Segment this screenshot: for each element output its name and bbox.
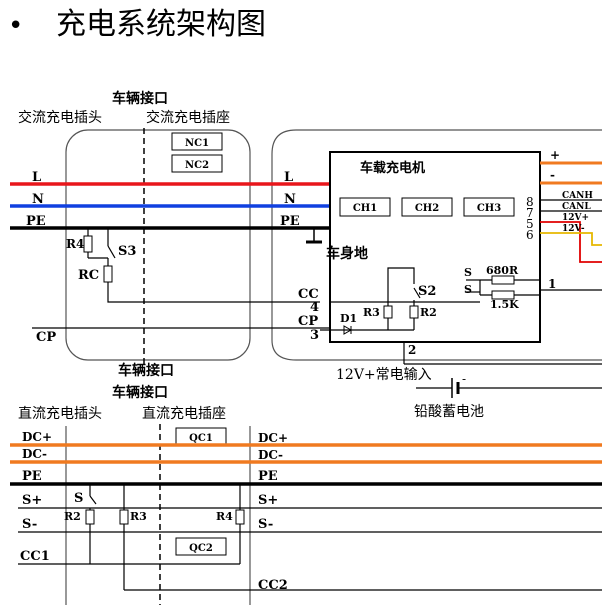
v12n-wire — [540, 232, 602, 246]
ac-left-N: N — [32, 192, 44, 207]
ac-socket-label: 交流充电插座 — [146, 109, 230, 126]
dc-left-dcp: DC+ — [22, 430, 52, 444]
ac-left-CP: CP — [36, 330, 56, 345]
nc2-label: NC2 — [185, 160, 209, 171]
nc1-box — [171, 132, 223, 151]
battery-minus-label: - — [462, 372, 466, 386]
r680-resistor — [491, 275, 515, 285]
r1k5-label: 1.5K — [490, 298, 519, 311]
dc-left-pe: PE — [22, 469, 42, 484]
pin-2-label: 2 — [408, 343, 416, 357]
pin-cp: 3 — [310, 328, 319, 343]
v12-input-label: 12V+常电输入 — [336, 367, 432, 383]
r1k5-resistor — [491, 290, 515, 300]
r3-label: R3 — [363, 306, 380, 319]
s2-label: S2 — [418, 284, 436, 299]
v12p-label: 12V+ — [562, 213, 589, 223]
ch2-label: CH2 — [415, 203, 439, 214]
ch3-label: CH3 — [477, 203, 501, 214]
canh-label: CANH — [562, 191, 593, 201]
nc2-box — [171, 154, 223, 173]
ac-plug-label: 交流充电插头 — [18, 109, 102, 126]
qc2-box — [175, 537, 227, 556]
s2-switch — [413, 287, 421, 299]
nc1-label: NC1 — [185, 138, 209, 149]
dc-plug-label: 直流充电插头 — [18, 405, 102, 422]
ch1-label: CH1 — [353, 203, 377, 214]
pin-cc: 4 — [310, 300, 319, 315]
dc-socket-label: 直流充电插座 — [142, 405, 226, 422]
r2-label: R2 — [420, 306, 437, 319]
s-label-b: S — [464, 283, 472, 296]
s-switch — [89, 495, 97, 505]
dc-left-dcm: DC- — [22, 447, 47, 461]
dc-r2-resistor — [85, 509, 95, 525]
heading-bullet: • — [8, 11, 23, 41]
r680-label: 680R — [486, 264, 519, 277]
d1-diode — [343, 325, 353, 335]
onboard-charger-box — [329, 151, 541, 343]
dc-right-dcp: DC+ — [258, 431, 288, 445]
dc-right-sp: S+ — [258, 493, 278, 508]
out-plus-label: + — [550, 148, 560, 162]
s3-label: S3 — [118, 244, 136, 259]
rc-resistor — [103, 265, 113, 283]
page-title: 充电系统架构图 — [56, 7, 266, 42]
ac-right-CC: CC — [298, 287, 319, 302]
pin-8: 8 — [526, 195, 534, 209]
s3-switch — [107, 245, 116, 259]
qc1-label: QC1 — [189, 433, 213, 444]
dc-interface-label-top: 车辆接口 — [112, 384, 168, 401]
ch1-box — [339, 197, 391, 217]
dc-left-cc1: CC1 — [20, 549, 50, 564]
dc-left-sp: S+ — [22, 493, 42, 508]
r4-resistor — [83, 235, 93, 253]
dc-r3-label: R3 — [130, 510, 147, 523]
dc-right-sm: S- — [258, 517, 273, 532]
dc-right-dcm: DC- — [258, 448, 283, 462]
canl-label: CANL — [562, 202, 591, 212]
dc-right-pe: PE — [258, 469, 278, 484]
pin-1-label: 1 — [548, 277, 556, 291]
pin-6: 6 — [526, 228, 534, 242]
pin-5: 5 — [526, 217, 534, 231]
r4-label: R4 — [66, 237, 84, 251]
r3-resistor — [383, 305, 393, 319]
ac-right-PE: PE — [280, 214, 300, 229]
rc-label: RC — [78, 268, 99, 283]
qc2-label: QC2 — [189, 543, 213, 554]
r2-resistor — [409, 305, 419, 319]
v12p-wire — [540, 221, 602, 263]
dc-r4-label: R4 — [216, 510, 233, 523]
ch2-box — [401, 197, 453, 217]
pin-7: 7 — [526, 206, 534, 220]
cc-wire — [107, 282, 320, 303]
dc-r3-resistor — [119, 509, 129, 525]
ac-right-CP: CP — [298, 314, 318, 329]
s-label-a: S — [464, 266, 472, 279]
obc-title: 车载充电机 — [360, 160, 425, 176]
s-label: S — [74, 491, 83, 506]
ac-interface-label-top: 车辆接口 — [112, 90, 168, 107]
dc-right-cc2: CC2 — [258, 578, 288, 593]
body-ground-label: 车身地 — [326, 245, 368, 262]
ac-left-PE: PE — [26, 214, 46, 229]
ac-right-N: N — [284, 192, 296, 207]
dc-left-sm: S- — [22, 517, 37, 532]
ac-right-L: L — [284, 170, 293, 185]
vehicle-housing — [271, 129, 602, 361]
out-minus-label: - — [550, 168, 555, 182]
ac-interface-label-bottom: 车辆接口 — [118, 362, 174, 379]
ch3-box — [463, 197, 515, 217]
ac-connector-housing — [65, 129, 251, 361]
d1-label: D1 — [340, 312, 357, 325]
ac-left-L: L — [32, 170, 41, 185]
battery-label: 铅酸蓄电池 — [414, 404, 484, 420]
dc-r2-label: R2 — [64, 510, 81, 523]
dc-r4-resistor — [235, 509, 245, 525]
v12n-label: 12V- — [562, 224, 585, 234]
